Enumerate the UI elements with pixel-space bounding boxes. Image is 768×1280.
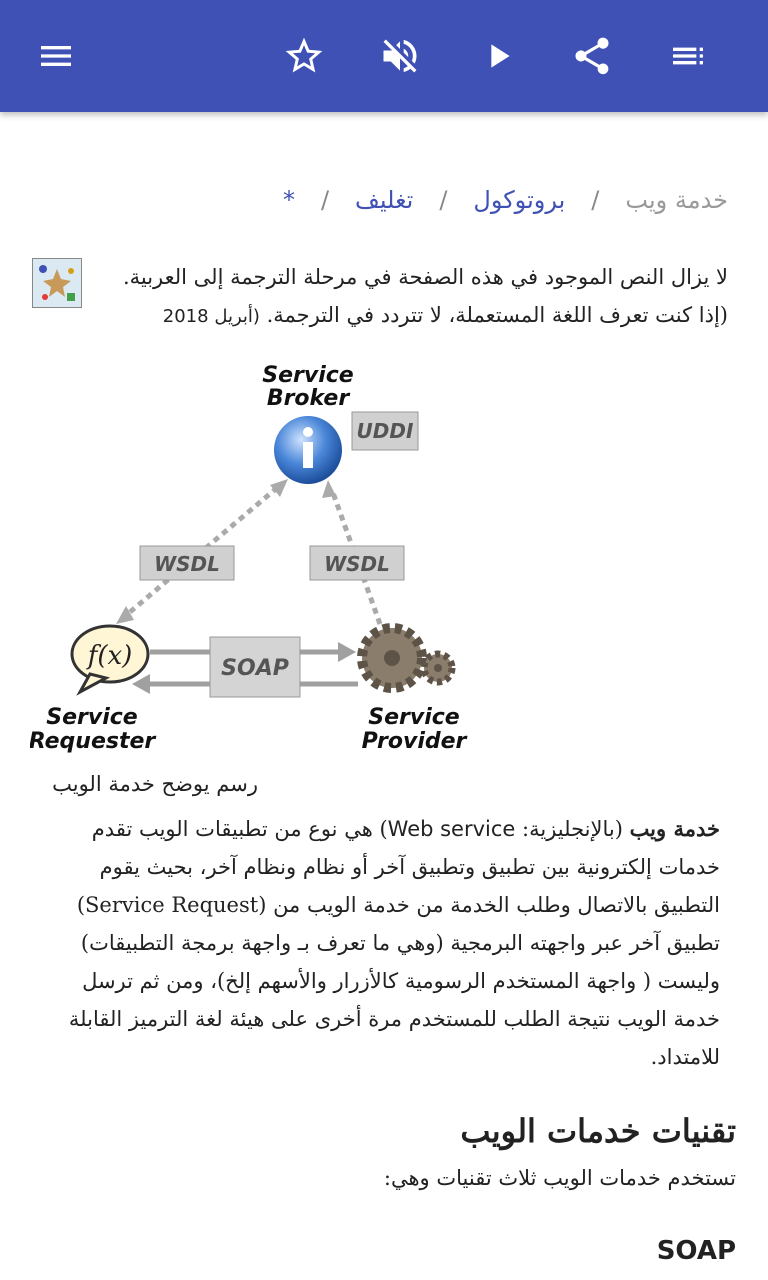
wsdl-tag-left: WSDL <box>139 545 235 581</box>
broker-label-1: Service <box>262 363 354 388</box>
gear-icon <box>357 623 456 693</box>
notice-line-2: (إذا كنت تعرف اللغة المستعملة، لا تتردد … <box>28 296 728 336</box>
paragraph-intro: (بالإنجليزية: <box>515 817 630 841</box>
fx-label: f(x) <box>86 641 133 671</box>
section-intro: تستخدم خدمات الويب ثلاث تقنيات وهي: <box>383 1166 736 1190</box>
menu-button[interactable] <box>28 28 84 84</box>
star-icon <box>285 37 323 73</box>
app-bar <box>0 0 768 112</box>
menu-icon <box>41 46 71 66</box>
paragraph-term: خدمة ويب <box>629 816 720 841</box>
play-icon <box>491 44 510 68</box>
breadcrumb-separator: / <box>591 186 600 214</box>
figure-caption: رسم يوضح خدمة الويب <box>52 772 258 796</box>
toc-list-icon <box>673 47 703 65</box>
wsdl-tag-right: WSDL <box>309 545 405 581</box>
wsdl-left-label: WSDL <box>154 552 220 576</box>
broker-label-2: Broker <box>267 386 351 411</box>
requester-label-2: Requester <box>30 729 156 754</box>
breadcrumb-current: خدمة ويب <box>625 186 728 214</box>
notice-text: (إذا كنت تعرف اللغة المستعملة، لا تتردد … <box>266 303 728 327</box>
translation-notice: لا يزال النص الموجود في هذه الصفحة في مر… <box>28 258 728 336</box>
uddi-label: UDDI <box>357 419 414 443</box>
share-button[interactable] <box>564 28 620 84</box>
play-button[interactable] <box>470 28 526 84</box>
breadcrumb-separator: / <box>439 186 448 214</box>
provider-label-2: Provider <box>362 729 468 754</box>
requester-label-1: Service <box>46 705 138 730</box>
mute-button[interactable] <box>372 28 428 84</box>
function-bubble: f(x) <box>70 624 150 696</box>
wsdl-right-label: WSDL <box>324 552 390 576</box>
article-paragraph: خدمة ويب (بالإنجليزية: Web service) هي ن… <box>30 810 720 1076</box>
paragraph-english: Web service <box>387 817 516 841</box>
bookmark-button[interactable] <box>276 28 332 84</box>
notice-date: (أبريل 2018 <box>162 306 260 327</box>
breadcrumb-link-encapsulation[interactable]: تغليف <box>355 186 414 214</box>
volume-off-icon <box>383 39 417 73</box>
notice-line-1: لا يزال النص الموجود في هذه الصفحة في مر… <box>122 265 728 289</box>
uddi-tag: UDDI <box>351 411 419 451</box>
breadcrumb-link-protocol[interactable]: بروتوكول <box>473 186 566 214</box>
subsection-heading-soap: SOAP <box>656 1236 736 1266</box>
table-of-contents-button[interactable] <box>660 28 716 84</box>
share-icon <box>575 37 609 75</box>
soap-label: SOAP <box>221 656 289 681</box>
breadcrumb-separator: / <box>320 186 330 214</box>
breadcrumb: خدمة ويب / بروتوكول / تغليف / * <box>8 180 728 220</box>
translation-icon <box>32 258 82 308</box>
paragraph-rest: ) هي نوع من تطبيقات الويب تقدم خدمات إلك… <box>68 817 720 1069</box>
web-service-diagram[interactable]: Service Broker UDDI WSDL WSDL f(x) <box>30 362 480 762</box>
info-icon <box>274 416 342 484</box>
section-heading: تقنيات خدمات الويب <box>460 1112 736 1150</box>
breadcrumb-link-root[interactable]: * <box>282 186 295 214</box>
provider-label-1: Service <box>368 705 460 730</box>
soap-tag: SOAP <box>209 636 301 698</box>
